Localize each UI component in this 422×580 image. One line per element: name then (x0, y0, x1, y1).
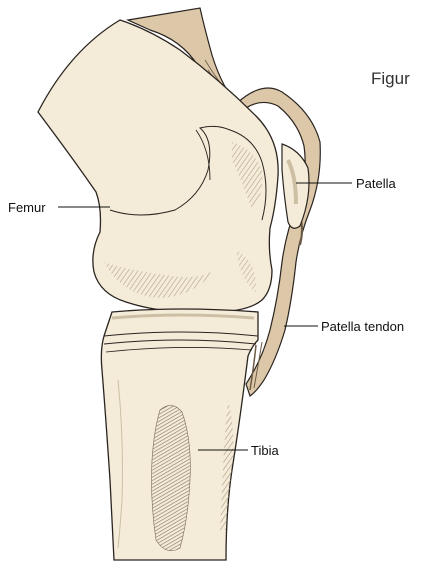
femur (38, 20, 278, 312)
label-tibia: Tibia (251, 443, 279, 458)
label-patella-tendon: Patella tendon (321, 319, 404, 334)
label-patella-tendon-group: Patella tendon (284, 319, 404, 334)
label-patella: Patella (356, 176, 397, 191)
figure-caption: Figur (371, 69, 410, 88)
label-femur: Femur (8, 200, 46, 215)
label-femur-group: Femur (8, 200, 110, 215)
tibia (101, 309, 258, 560)
